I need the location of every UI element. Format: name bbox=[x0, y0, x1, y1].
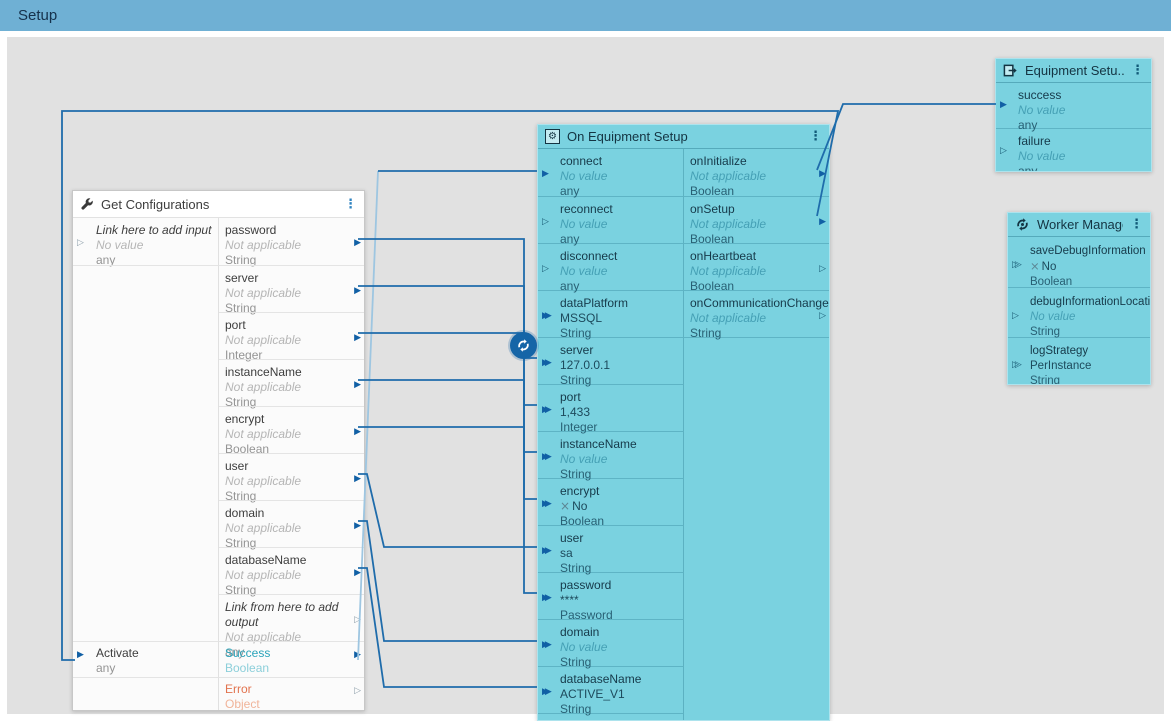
input-port-arrow-hollow[interactable]: ▷ bbox=[542, 264, 549, 274]
input-port-arrow-double[interactable]: ▶▶ bbox=[542, 593, 552, 603]
node-menu-button[interactable]: ⋮ bbox=[344, 196, 357, 212]
port-row[interactable]: ▷▷ saveDebugInformation ×No Boolean bbox=[1012, 245, 1146, 288]
node-title: Get Configurations bbox=[101, 196, 210, 212]
page-title: Setup bbox=[18, 7, 58, 24]
output-port-arrow-filled[interactable]: ▶ bbox=[354, 521, 361, 531]
port-row[interactable]: ▶ server Not applicable String bbox=[73, 265, 364, 315]
activate-port-arrow[interactable]: ▶ bbox=[77, 650, 84, 660]
port-row[interactable]: ▷ Link from here to add output Not appli… bbox=[73, 594, 364, 659]
port-row[interactable]: ▶ instanceName Not applicable String bbox=[73, 359, 364, 409]
port-row[interactable]: ▶▶ server 127.0.0.1 String bbox=[538, 337, 829, 387]
error-port-arrow[interactable]: ▷ bbox=[354, 686, 361, 696]
node-header-worker-manager[interactable]: Worker Manager ⋮ bbox=[1008, 213, 1150, 237]
output-port-arrow-filled[interactable]: ▶ bbox=[354, 333, 361, 343]
port-row[interactable]: ▶▶ databaseName ACTIVE_V1 String bbox=[538, 666, 829, 716]
input-port-arrow-hollow[interactable]: ▷ bbox=[1000, 146, 1007, 156]
wrench-icon bbox=[81, 198, 93, 210]
port-row[interactable]: ▷ debugInformationLocation No value Stri… bbox=[1008, 287, 1150, 338]
output-port-arrow-filled[interactable]: ▶ bbox=[819, 169, 826, 179]
port-row[interactable]: ▶ connect No value any ▶ onInitialize No… bbox=[538, 149, 829, 198]
node-on-equipment-setup[interactable]: ⚙ On Equipment Setup ⋮ ▶ connect No valu… bbox=[537, 124, 830, 721]
port-row[interactable]: connectionTimeout bbox=[538, 713, 829, 720]
input-port-arrow-double[interactable]: ▶▶ bbox=[542, 499, 552, 509]
output-port-arrow-hollow[interactable]: ▷ bbox=[354, 615, 361, 625]
output-port-arrow-filled[interactable]: ▶ bbox=[354, 380, 361, 390]
node-menu-button[interactable]: ⋮ bbox=[1131, 63, 1144, 78]
node-title: Equipment Setu... bbox=[1025, 63, 1124, 78]
port-row[interactable]: ▶ success No value any bbox=[1000, 88, 1066, 132]
port-row[interactable]: ▶▶ user sa String bbox=[538, 525, 829, 575]
port-row[interactable]: ▶▶ port 1,433 Integer bbox=[538, 384, 829, 434]
output-port-arrow-filled[interactable]: ▶ bbox=[354, 474, 361, 484]
node-worker-manager[interactable]: Worker Manager ⋮ ▷▷ saveDebugInformation… bbox=[1007, 212, 1151, 385]
output-port-arrow-hollow[interactable]: ▷ bbox=[819, 264, 826, 274]
output-port-arrow-filled[interactable]: ▶ bbox=[819, 217, 826, 227]
node-get-configurations[interactable]: Get Configurations ⋮ ▷ Link here to add … bbox=[72, 190, 365, 711]
sync-converter-icon[interactable] bbox=[510, 332, 537, 359]
input-port-arrow-double-hollow[interactable]: ▷▷ bbox=[1012, 360, 1022, 370]
input-port-arrow-double[interactable]: ▶▶ bbox=[542, 405, 552, 415]
gear-icon: ⚙ bbox=[545, 129, 560, 144]
port-row[interactable]: ▶ databaseName Not applicable String bbox=[73, 547, 364, 597]
port-row[interactable]: ▷ reconnect No value any ▶ onSetup Not a… bbox=[538, 196, 829, 246]
input-port-arrow-filled[interactable]: ▶ bbox=[1000, 100, 1007, 110]
port-row[interactable]: ▶▶ instanceName No value String bbox=[538, 431, 829, 481]
port-row[interactable]: ▷▷ logStrategy PerInstance String bbox=[1008, 337, 1150, 384]
cross-icon: × bbox=[1030, 259, 1040, 273]
port-row[interactable]: ▷ failure No value any bbox=[996, 128, 1151, 171]
input-port-arrow-hollow[interactable]: ▷ bbox=[542, 217, 549, 227]
node-header-get-configurations[interactable]: Get Configurations ⋮ bbox=[73, 191, 364, 218]
input-port-arrow-filled[interactable]: ▶ bbox=[542, 169, 549, 179]
input-port-arrow-double[interactable]: ▶▶ bbox=[542, 546, 552, 556]
output-port-arrow-filled[interactable]: ▶ bbox=[354, 286, 361, 296]
output-port-arrow-filled[interactable]: ▶ bbox=[354, 427, 361, 437]
success-port-arrow[interactable]: ▶ bbox=[354, 650, 361, 660]
cross-icon: × bbox=[560, 499, 571, 513]
input-port-arrow-double[interactable]: ▶▶ bbox=[542, 452, 552, 462]
node-menu-button[interactable]: ⋮ bbox=[1130, 217, 1143, 232]
port-row[interactable]: ▷ Error Object bbox=[73, 677, 364, 710]
input-port-arrow-hollow[interactable]: ▷ bbox=[77, 238, 84, 248]
input-port-arrow-double[interactable]: ▶▶ bbox=[542, 640, 552, 650]
node-title: Worker Manager bbox=[1037, 217, 1123, 232]
subflow-exit-icon bbox=[1003, 64, 1017, 77]
titlebar: Setup bbox=[0, 0, 1171, 31]
output-port-arrow-filled[interactable]: ▶ bbox=[354, 238, 361, 248]
input-port-arrow-double[interactable]: ▶▶ bbox=[542, 687, 552, 697]
output-port-arrow-hollow[interactable]: ▷ bbox=[819, 311, 826, 321]
port-row[interactable]: ▶▶ password **** Password bbox=[538, 572, 829, 622]
input-port-arrow-double[interactable]: ▶▶ bbox=[542, 358, 552, 368]
input-port-arrow-double[interactable]: ▶▶ bbox=[542, 311, 552, 321]
port-row[interactable]: ▶ Activate any ▶ Success Boolean bbox=[73, 641, 364, 677]
port-row[interactable]: ▷ Link here to add input No value any ▶ … bbox=[73, 218, 364, 267]
port-row[interactable]: ▷ disconnect No value any ▷ onHeartbeat … bbox=[538, 243, 829, 293]
input-port-arrow-hollow[interactable]: ▷ bbox=[1012, 311, 1019, 321]
output-port-arrow-filled[interactable]: ▶ bbox=[354, 568, 361, 578]
port-row[interactable]: ▶ domain Not applicable String bbox=[73, 500, 364, 550]
port-row[interactable]: ▶▶ domain No value String bbox=[538, 619, 829, 669]
input-port-arrow-double-hollow[interactable]: ▷▷ bbox=[1012, 260, 1022, 270]
port-row[interactable]: ▶ user Not applicable String bbox=[73, 453, 364, 503]
port-row[interactable]: ▶ encrypt Not applicable Boolean bbox=[73, 406, 364, 456]
port-row[interactable]: ▶▶ encrypt ×No Boolean bbox=[538, 478, 829, 528]
node-equipment-setup[interactable]: Equipment Setu... ⋮ ▶ success No value a… bbox=[995, 58, 1152, 172]
port-row[interactable]: ▶ port Not applicable Integer bbox=[73, 312, 364, 362]
node-title: On Equipment Setup bbox=[567, 129, 688, 144]
port-row[interactable]: ▶▶ dataPlatform MSSQL String ▷ onCommuni… bbox=[538, 290, 829, 340]
worker-gear-sync-icon bbox=[1017, 218, 1028, 231]
node-header-equipment-setup[interactable]: Equipment Setu... ⋮ bbox=[996, 59, 1151, 83]
node-menu-button[interactable]: ⋮ bbox=[809, 129, 822, 144]
node-header-on-equipment-setup[interactable]: ⚙ On Equipment Setup ⋮ bbox=[538, 125, 829, 149]
